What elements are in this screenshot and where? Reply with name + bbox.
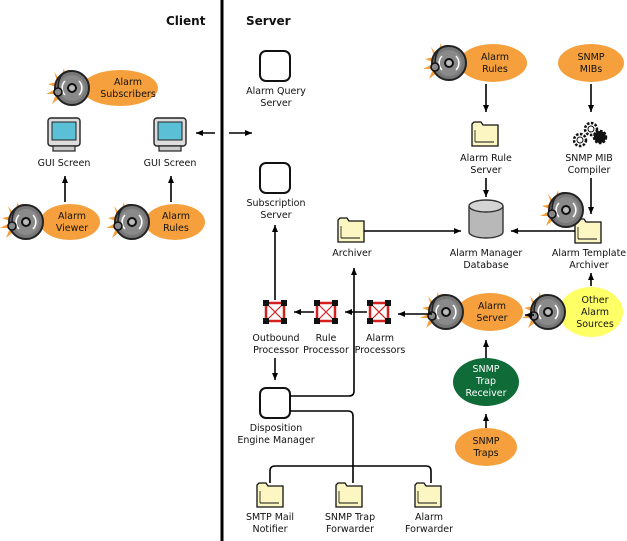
alarm-rule-server-label-2: Server: [470, 165, 501, 176]
gui-screen-1-node[interactable]: GUI Screen: [38, 117, 91, 169]
snmp-trap-forwarder-label-1: SNMP Trap: [325, 512, 375, 523]
alarm-query-server-node[interactable]: Alarm Query Server: [246, 50, 306, 109]
alarm-template-archiver-label-1: Alarm Template: [552, 248, 626, 259]
alarm-processors-label-2: Processors: [355, 345, 406, 356]
snmp-mibs-node[interactable]: SNMP MIBs: [558, 44, 624, 82]
alarm-template-archiver-label-2: Archiver: [569, 260, 609, 271]
folder-icon: [337, 217, 365, 243]
alarm-query-server-label-1: Alarm Query: [246, 86, 306, 97]
smtp-mail-notifier-label-1: SMTP Mail: [246, 512, 294, 523]
snmp-traps-label-2: Traps: [472, 448, 498, 459]
other-alarm-sources-label-3: Sources: [576, 319, 614, 330]
line-disposition-to-forwarders: [290, 410, 354, 483]
bell-icon: [419, 291, 464, 330]
subscription-server-label-2: Server: [260, 210, 291, 221]
bell-icon: [539, 189, 584, 228]
snmp-trap-receiver-label-1: SNMP: [472, 364, 499, 375]
bell-icon: [422, 42, 467, 81]
alarm-template-archiver-node[interactable]: Alarm Template Archiver: [539, 189, 626, 271]
alarm-query-server-label-2: Server: [260, 98, 291, 109]
alarm-viewer-label-1: Alarm: [58, 211, 86, 222]
alarm-forwarder-label-1: Alarm: [415, 512, 443, 523]
alarm-forwarder-label-2: Forwarder: [405, 524, 453, 535]
folder-icon: [574, 218, 602, 244]
alarm-subscribers-label-2: Subscribers: [100, 89, 156, 100]
snmp-mibs-label-2: MIBs: [580, 64, 603, 75]
folder-icon: [414, 482, 442, 508]
line-forwarders-bus: [269, 465, 432, 483]
alarm-rules-server-node[interactable]: Alarm Rules: [422, 42, 527, 82]
processor-icon: [365, 298, 393, 326]
alarm-rules-server-label-2: Rules: [482, 64, 508, 75]
other-alarm-sources-label-1: Other: [582, 295, 609, 306]
alarm-viewer-node[interactable]: Alarm Viewer: [0, 201, 100, 240]
alarm-rule-server-node[interactable]: Alarm Rule Server: [460, 121, 512, 176]
alarm-forwarder-node[interactable]: Alarm Forwarder: [405, 482, 453, 535]
alarm-manager-database-node[interactable]: Alarm Manager Database: [450, 199, 523, 271]
other-alarm-sources-label-2: Alarm: [581, 307, 609, 318]
disposition-engine-manager-label-1: Disposition: [250, 423, 303, 434]
bell-icon: [45, 67, 90, 106]
folder-icon: [256, 482, 284, 508]
alarm-rules-client-node[interactable]: Alarm Rules: [105, 201, 205, 240]
alarm-manager-database-label-2: Database: [463, 260, 508, 271]
alarm-manager-database-label-1: Alarm Manager: [450, 248, 523, 259]
snmp-mib-compiler-label-2: Compiler: [568, 165, 611, 176]
gears-icon: [572, 121, 608, 148]
client-header: Client: [166, 14, 206, 28]
snmp-mibs-label-1: SNMP: [577, 52, 604, 63]
database-icon: [468, 199, 504, 239]
gui-screen-1-label: GUI Screen: [38, 158, 91, 169]
subscription-server-node[interactable]: Subscription Server: [246, 162, 306, 221]
alarm-server-label-2: Server: [476, 313, 507, 324]
archiver-label: Archiver: [332, 248, 372, 259]
processor-icon: [312, 298, 340, 326]
outbound-processor-node[interactable]: Outbound Processor: [252, 298, 300, 356]
snmp-trap-forwarder-node[interactable]: SNMP Trap Forwarder: [325, 482, 375, 535]
arrow-disposition-to-archiver: [290, 268, 357, 397]
snmp-trap-forwarder-label-2: Forwarder: [326, 524, 374, 535]
monitor-icon: [153, 117, 187, 152]
snmp-traps-node[interactable]: SNMP Traps: [455, 428, 517, 466]
alarm-processors-label-1: Alarm: [366, 333, 394, 344]
alarm-subscribers-label-1: Alarm: [114, 77, 142, 88]
alarm-rules-server-label-1: Alarm: [481, 52, 509, 63]
monitor-icon: [47, 117, 81, 152]
alarm-rules-client-label-1: Alarm: [162, 211, 190, 222]
snmp-mib-compiler-node[interactable]: SNMP MIB Compiler: [565, 121, 613, 176]
smtp-mail-notifier-node[interactable]: SMTP Mail Notifier: [246, 482, 294, 535]
alarm-rules-client-label-2: Rules: [163, 223, 189, 234]
gui-screen-2-node[interactable]: GUI Screen: [144, 117, 197, 169]
smtp-mail-notifier-label-2: Notifier: [252, 524, 287, 535]
snmp-trap-receiver-node[interactable]: SNMP Trap Receiver: [453, 358, 519, 406]
alarm-processors-node[interactable]: Alarm Processors: [355, 298, 406, 356]
disposition-engine-manager-node[interactable]: Disposition Engine Manager: [237, 387, 315, 446]
other-alarm-sources-node[interactable]: Other Alarm Sources: [521, 287, 623, 337]
rule-processor-label-2: Processor: [303, 345, 349, 356]
snmp-traps-label-1: SNMP: [472, 436, 499, 447]
subscription-server-label-1: Subscription: [246, 198, 305, 209]
alarm-subscribers-node[interactable]: Alarm Subscribers: [45, 67, 158, 106]
bell-icon: [0, 201, 44, 240]
snmp-trap-receiver-label-2: Trap: [475, 376, 496, 387]
alarm-viewer-label-2: Viewer: [56, 223, 88, 234]
disposition-engine-manager-label-2: Engine Manager: [237, 435, 314, 446]
archiver-node[interactable]: Archiver: [332, 217, 372, 259]
folder-icon: [471, 121, 499, 147]
snmp-trap-receiver-label-3: Receiver: [465, 388, 506, 399]
processor-icon: [261, 298, 289, 326]
bell-icon: [105, 201, 150, 240]
outbound-processor-label-2: Processor: [253, 345, 299, 356]
rule-processor-label-1: Rule: [316, 333, 337, 344]
alarm-rule-server-label-1: Alarm Rule: [460, 153, 512, 164]
rule-processor-node[interactable]: Rule Processor: [303, 298, 349, 356]
alarm-server-label-1: Alarm: [478, 301, 506, 312]
alarm-server-node[interactable]: Alarm Server: [419, 291, 523, 331]
snmp-mib-compiler-label-1: SNMP MIB: [565, 153, 613, 164]
outbound-processor-label-1: Outbound: [252, 333, 299, 344]
bell-icon: [521, 291, 566, 330]
gui-screen-2-label: GUI Screen: [144, 158, 197, 169]
folder-icon: [335, 482, 363, 508]
server-header: Server: [246, 14, 291, 28]
